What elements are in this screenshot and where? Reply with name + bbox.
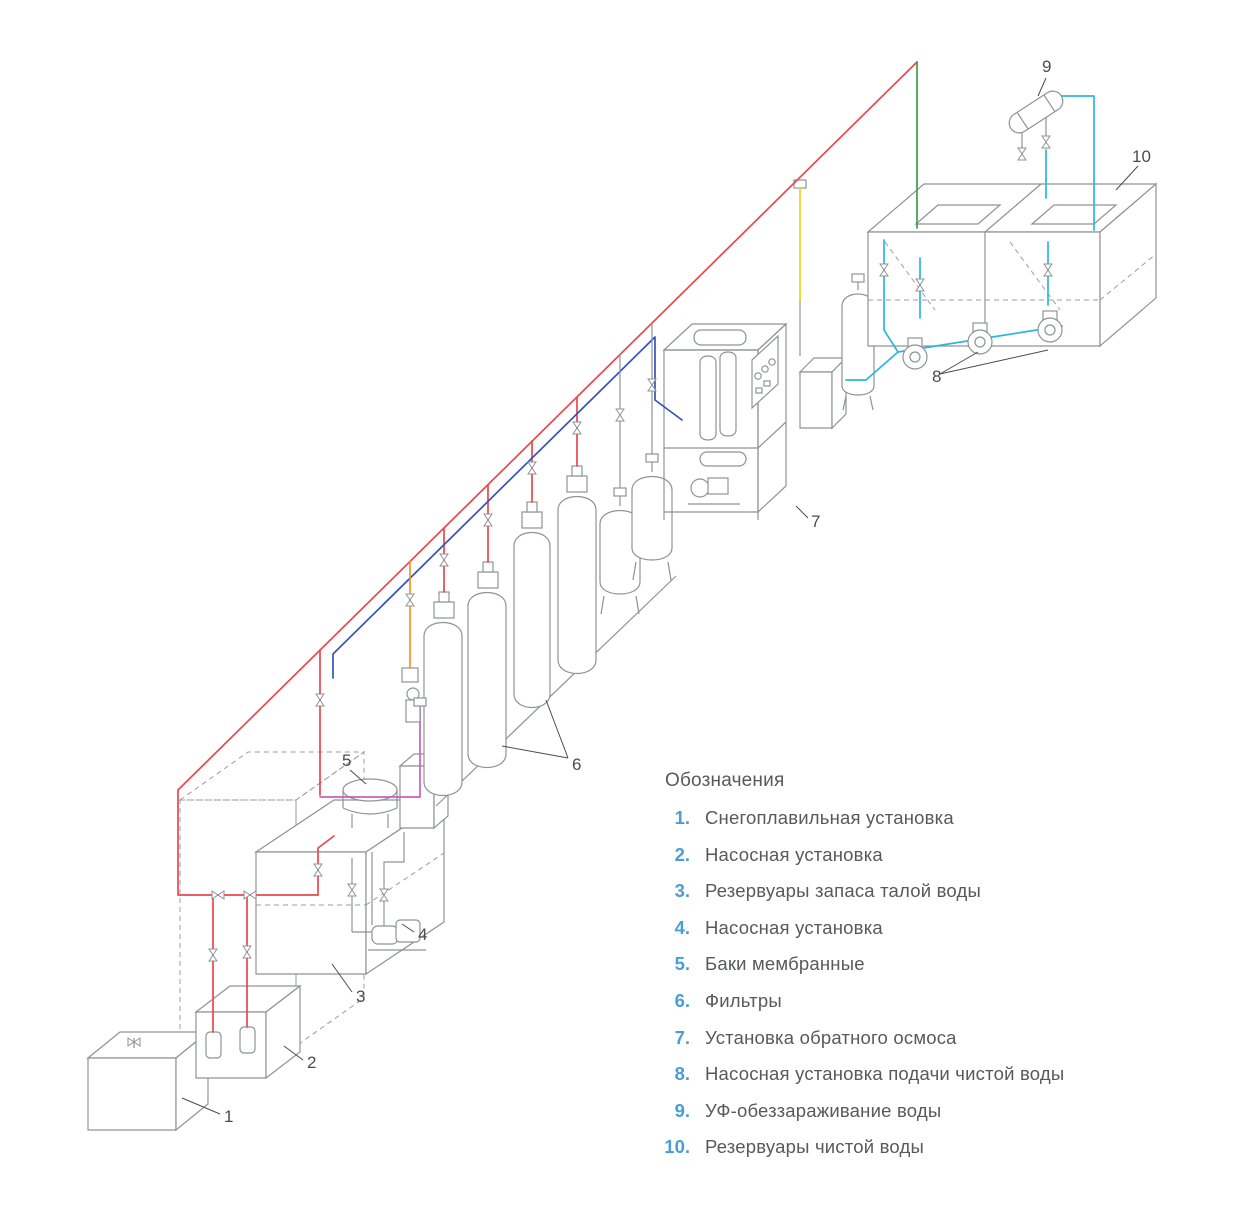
- interior-dashed: [256, 241, 1157, 906]
- chem-feed-lines: [619, 323, 653, 488]
- submersible-pump: [239, 1026, 256, 1054]
- pipe-magenta: [319, 705, 421, 798]
- callout-8: 8: [932, 367, 941, 386]
- pipe-fitting: [413, 697, 427, 707]
- pump-pit: [194, 984, 302, 1080]
- legend-item-5: 5. Баки мембранные: [660, 953, 1200, 975]
- filter-base-line: [435, 575, 677, 807]
- column-vessel: [841, 273, 875, 411]
- legend-label: Установка обратного осмоса: [705, 1026, 957, 1048]
- legend-item-8: 8. Насосная установка подачи чистой воды: [660, 1063, 1200, 1085]
- legend-number: 5.: [674, 953, 690, 975]
- callout-5: 5: [342, 751, 351, 770]
- aux-cabinet: [798, 356, 848, 430]
- equipment: [86, 90, 1158, 1132]
- callout-3: 3: [356, 987, 365, 1006]
- legend-label: Насосная установка: [705, 843, 883, 865]
- legend-number: 10.: [664, 1136, 690, 1158]
- uv-unit: [1008, 90, 1064, 148]
- legend-item-4: 4. Насосная установка: [660, 917, 1200, 939]
- membrane-vessel: [693, 329, 747, 346]
- snow-melter: [86, 1030, 210, 1132]
- legend-label: Насосная установка подачи чистой воды: [705, 1063, 1065, 1085]
- legend-label: Резервуары чистой воды: [705, 1136, 924, 1158]
- legend-label: Баки мембранные: [705, 953, 865, 975]
- callout-leaders: [181, 77, 1139, 1115]
- legend-number: 6.: [674, 989, 690, 1011]
- legend-item-3: 3. Резервуары запаса талой воды: [660, 880, 1200, 902]
- legend-title: Обозначения: [665, 770, 785, 791]
- legend: Обозначения 1. Снегоплавильная установка …: [660, 770, 1200, 1173]
- legend-item-10: 10. Резервуары чистой воды: [660, 1136, 1200, 1158]
- filters: [423, 453, 673, 796]
- callout-4: 4: [418, 925, 427, 944]
- legend-item-9: 9. УФ-обеззараживание воды: [660, 1100, 1200, 1122]
- legend-label: Насосная установка: [705, 916, 883, 938]
- legend-label: Фильтры: [705, 989, 782, 1011]
- callout-2: 2: [307, 1053, 316, 1072]
- callout-9: 9: [1042, 57, 1051, 76]
- legend-number: 4.: [674, 916, 690, 938]
- legend-number: 2.: [674, 843, 690, 865]
- hatch: [1030, 204, 1118, 225]
- legend-item-6: 6. Фильтры: [660, 990, 1200, 1012]
- callout-10: 10: [1132, 147, 1151, 166]
- clean-water-pumps: [902, 310, 1063, 370]
- pump-unit: [368, 832, 426, 951]
- clean-water-reservoir: [866, 182, 1158, 348]
- callout-7: 7: [811, 512, 820, 531]
- hatch: [914, 204, 1002, 225]
- legend-label: УФ-обеззараживание воды: [705, 1099, 942, 1121]
- equipment-front: [401, 310, 1063, 723]
- submersible-pump: [205, 1031, 222, 1059]
- callout-6: 6: [572, 755, 581, 774]
- legend-number: 7.: [674, 1026, 690, 1048]
- ro-unit: [662, 322, 788, 520]
- legend-label: Резервуары запаса талой воды: [705, 880, 982, 902]
- dosing-point: [401, 667, 419, 683]
- pipe-blue: [332, 336, 683, 679]
- legend-label: Снегоплавильная установка: [705, 807, 954, 828]
- legend-list: 1. Снегоплавильная установка 2. Насосная у…: [660, 807, 1200, 1158]
- ro-pump: [690, 478, 710, 498]
- legend-number: 3.: [674, 880, 690, 902]
- legend-number: 1.: [674, 807, 690, 828]
- legend-item-1: 1. Снегоплавильная установка: [660, 807, 1200, 829]
- legend-item-2: 2. Насосная установка: [660, 844, 1200, 866]
- legend-number: 8.: [674, 1063, 690, 1085]
- legend-item-7: 7. Установка обратного осмоса: [660, 1027, 1200, 1049]
- callout-1: 1: [224, 1107, 233, 1126]
- legend-number: 9.: [674, 1099, 690, 1121]
- callout-labels: 1 2 3 4 5 6 7 8 9 10: [224, 57, 1151, 1126]
